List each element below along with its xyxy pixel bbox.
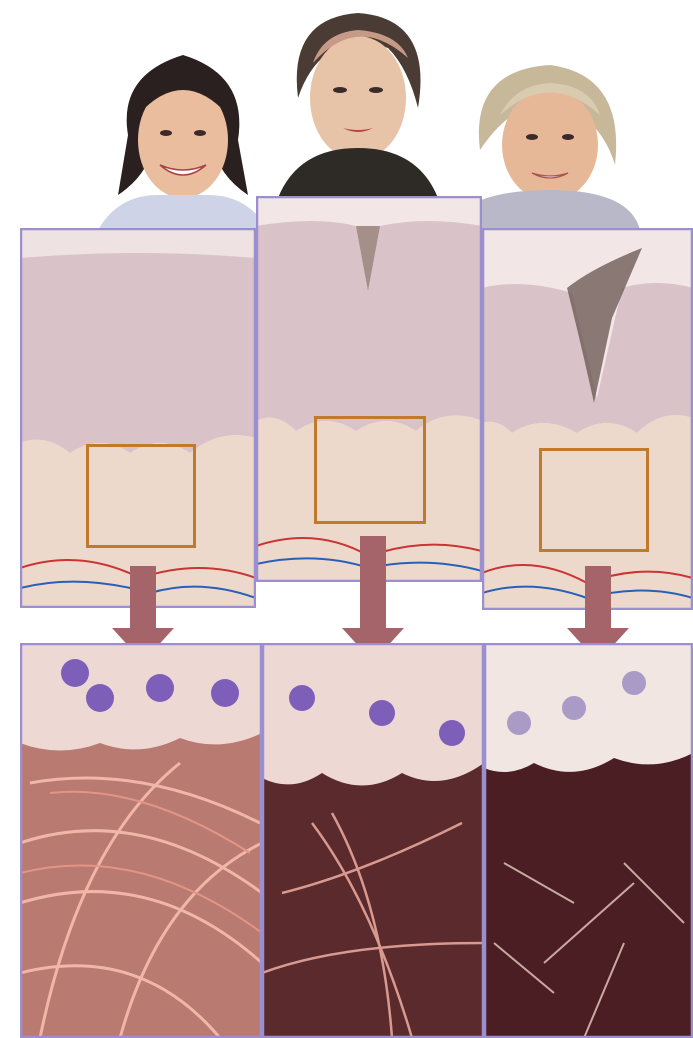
skin-section-elderly [482,228,693,610]
magnified-view-middle [262,643,484,1038]
skin-section-young [20,228,256,608]
middle-aged-woman-portrait [268,8,448,198]
magnify-box-young [86,444,196,548]
magnified-view-elderly [484,643,693,1038]
young-girl-portrait [98,45,268,230]
skin-section-middle [256,196,482,582]
magnify-box-elderly [539,448,649,552]
magnify-box-middle [314,416,426,524]
magnified-view-young [20,643,262,1038]
